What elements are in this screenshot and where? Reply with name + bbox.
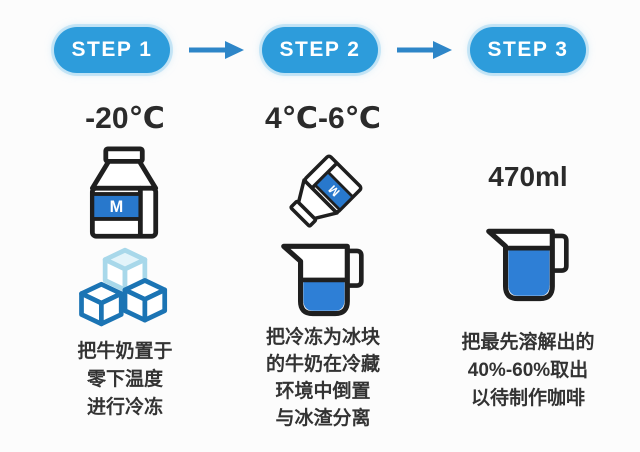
step-3-caption: 把最先溶解出的 40%-60%取出 以待制作咖啡 <box>461 329 594 413</box>
liquid-fill <box>303 281 345 311</box>
ice-cubes-icon <box>79 247 168 327</box>
step-1-column: -20℃ M 把牛奶置于 零下温度 进行冷冻 <box>40 95 210 422</box>
milk-carton-icon: M <box>89 146 159 239</box>
step-2-column: 4℃-6℃ M 把冷冻为冰块 的牛奶在冷藏 环境中倒置 与冰渣分离 <box>233 95 413 432</box>
step-1-caption: 把牛奶置于 零下温度 进行冷冻 <box>77 338 172 422</box>
tilted-milk-carton-icon: M <box>289 154 363 228</box>
arrow-right-icon <box>397 41 452 59</box>
caption-line: 把牛奶置于 <box>77 341 173 362</box>
step-1-badge: STEP 1 <box>54 27 170 73</box>
step-1-temperature: -20℃ <box>85 102 165 135</box>
caption-line: 40%-60%取出 <box>467 360 589 381</box>
steps-header: STEP 1 STEP 2 STEP 3 <box>0 27 640 73</box>
caption-line: 进行冷冻 <box>86 397 163 418</box>
step-3-volume: 470ml <box>488 161 568 192</box>
measuring-cup-icon <box>486 228 569 302</box>
svg-text:M: M <box>110 198 124 216</box>
caption-line: 零下温度 <box>86 369 163 390</box>
measuring-cup-icon <box>281 243 364 317</box>
arrow-right-icon <box>189 41 244 59</box>
caption-line: 把冷冻为冰块 <box>265 327 380 348</box>
step-2-badge: STEP 2 <box>262 27 378 73</box>
caption-line: 的牛奶在冷藏 <box>265 354 380 375</box>
step-3-column: 470ml 把最先溶解出的 40%-60%取出 以待制作咖啡 <box>438 95 618 413</box>
caption-line: 环境中倒置 <box>275 381 371 402</box>
step-2-caption: 把冷冻为冰块 的牛奶在冷藏 环境中倒置 与冰渣分离 <box>266 324 380 432</box>
step-3-badge: STEP 3 <box>470 27 586 73</box>
caption-line: 与冰渣分离 <box>275 408 371 429</box>
liquid-fill <box>508 249 550 296</box>
caption-line: 把最先溶解出的 <box>461 332 595 353</box>
caption-line: 以待制作咖啡 <box>470 388 585 409</box>
step-2-temperature: 4℃-6℃ <box>264 102 381 135</box>
